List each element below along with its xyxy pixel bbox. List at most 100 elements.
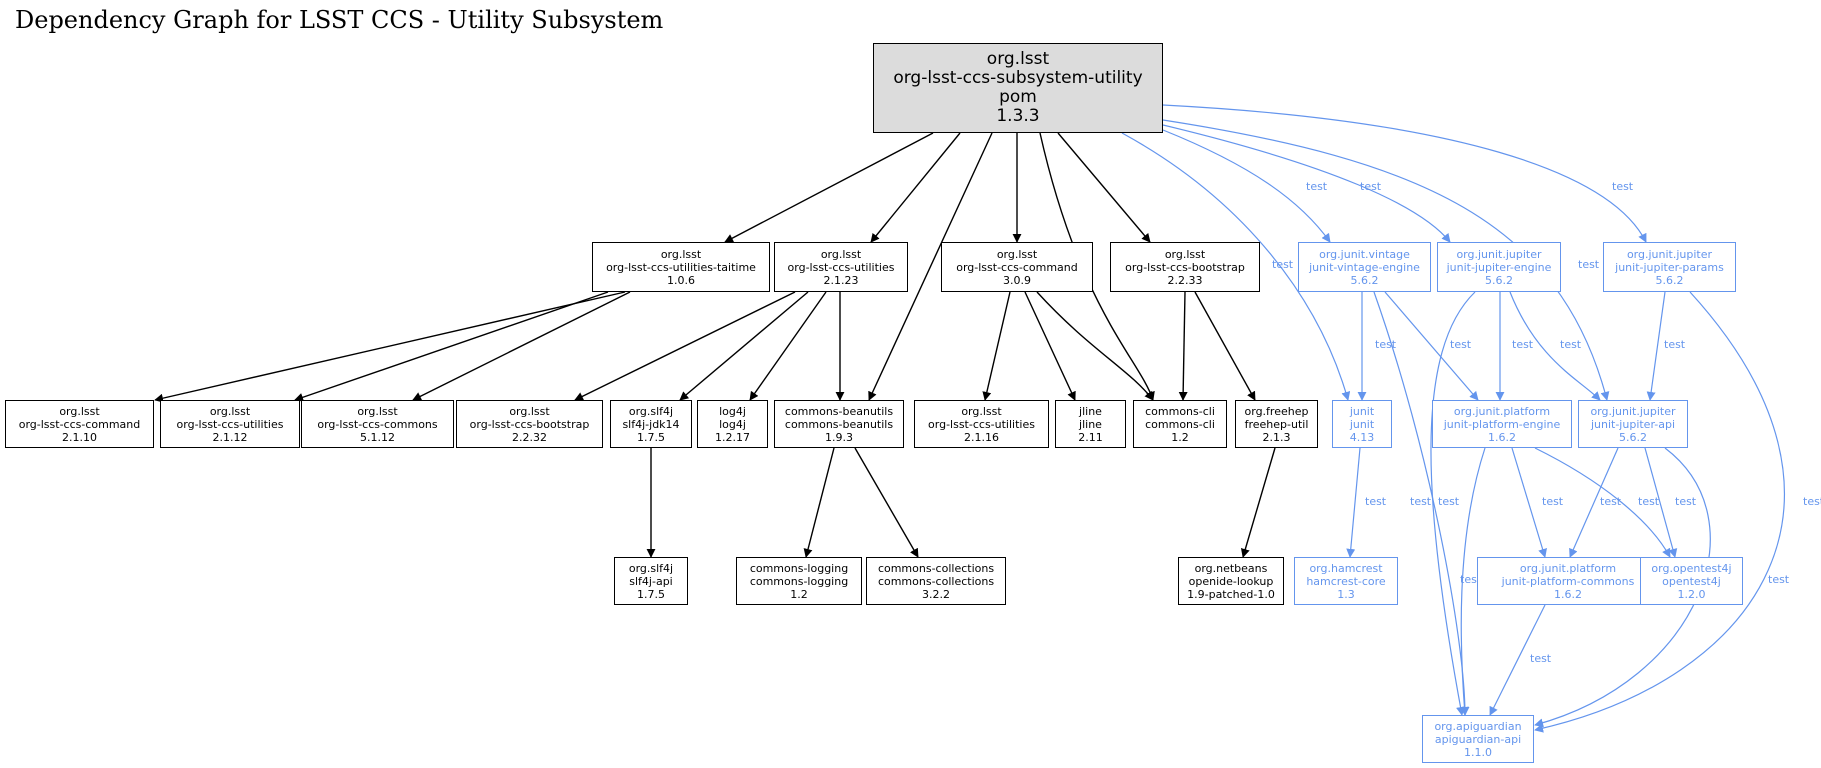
node-bootstrap2232-line-2: 2.2.32	[512, 430, 547, 444]
node-bootstrap2232-line-0: org.lsst	[509, 404, 550, 418]
node-freehep-line-0: org.freehep	[1244, 404, 1309, 418]
node-openide-line-2: 1.9-patched-1.0	[1187, 587, 1275, 601]
node-cli-line-1: commons-cli	[1145, 417, 1215, 431]
edge-platcommons-to-apiguardian	[1489, 604, 1546, 716]
node-command309-line-2: 3.0.9	[1003, 273, 1031, 287]
graph-title: Dependency Graph for LSST CCS - Utility …	[15, 6, 664, 34]
node-opentest4j-line-0: org.opentest4j	[1651, 561, 1732, 575]
edge-utilities2123-to-log4j	[749, 291, 827, 401]
edge-jupapi-to-opentest4j	[1644, 447, 1678, 558]
edge-label-jupparams-to-jupapi: test	[1664, 338, 1686, 351]
node-slf4japi-line-0: org.slf4j	[628, 561, 674, 575]
edge-root-to-jupapi	[1162, 119, 1610, 401]
node-platcommons-line-0: org.junit.platform	[1519, 561, 1617, 575]
node-platengine-line-1: junit-platform-engine	[1443, 417, 1561, 431]
edge-label-vintage-to-apiguardian: test	[1410, 495, 1432, 508]
edge-jupapi-to-platcommons	[1569, 447, 1619, 558]
node-freehep-line-2: 2.1.3	[1262, 430, 1291, 444]
edge-root-to-vintage	[1162, 129, 1331, 243]
node-cli-line-2: 1.2	[1171, 430, 1189, 444]
node-slf4jjdk-line-2: 1.7.5	[637, 430, 665, 444]
node-command2110-line-1: org-lsst-ccs-command	[18, 417, 141, 431]
edge-label-platengine-to-opentest4j: test	[1638, 495, 1660, 508]
edge-utilities2123-to-slf4jjdk	[679, 291, 809, 401]
node-logging-line-0: commons-logging	[749, 561, 849, 575]
node-slf4japi-line-1: slf4j-api	[629, 574, 673, 588]
node-jupapi-line-2: 5.6.2	[1619, 430, 1647, 444]
edge-label-root-to-junit: test	[1272, 258, 1294, 271]
node-apiguardian-line-0: org.apiguardian	[1434, 719, 1522, 733]
edge-label-platcommons-to-apiguardian: test	[1530, 652, 1552, 665]
node-freehep-line-1: freehep-util	[1244, 417, 1309, 431]
edge-platengine-to-apiguardian	[1459, 447, 1486, 716]
node-collections-line-2: 3.2.2	[922, 587, 950, 601]
node-jupengine-line-0: org.junit.jupiter	[1456, 247, 1542, 261]
node-openide-line-0: org.netbeans	[1194, 561, 1268, 575]
node-utilities2116-line-0: org.lsst	[961, 404, 1002, 418]
edge-label-root-to-vintage: test	[1306, 180, 1328, 193]
edge-label-jupengine-to-jupapi: test	[1560, 338, 1582, 351]
node-command309-line-1: org-lsst-ccs-command	[956, 260, 1078, 274]
node-jupapi-line-1: junit-jupiter-api	[1590, 417, 1676, 431]
edge-label-vintage-to-junit: test	[1375, 338, 1397, 351]
edge-platengine-to-platcommons	[1511, 447, 1547, 558]
node-platcommons-line-2: 1.6.2	[1554, 587, 1582, 601]
node-taitime-line-0: org.lsst	[660, 247, 702, 261]
node-log4j-line-2: 1.2.17	[715, 430, 750, 444]
node-log4j-line-1: log4j	[719, 417, 746, 431]
edge-label-jupapi-to-opentest4j: test	[1675, 495, 1697, 508]
edge-bootstrap2233-to-cli	[1178, 291, 1188, 401]
edge-jupparams-to-jupapi	[1646, 291, 1666, 401]
node-beanutils-line-0: commons-beanutils	[784, 404, 894, 418]
node-platengine-line-0: org.junit.platform	[1453, 404, 1551, 418]
node-slf4japi-line-2: 1.7.5	[637, 587, 665, 601]
node-bootstrap2233-line-2: 2.2.33	[1167, 273, 1203, 287]
node-junit-line-2: 4.13	[1349, 430, 1375, 444]
node-slf4jjdk-line-0: org.slf4j	[628, 404, 674, 418]
edge-root-to-utilities2123	[870, 132, 961, 243]
node-vintage-line-1: junit-vintage-engine	[1309, 260, 1420, 274]
edge-command309-to-jline	[1024, 291, 1076, 401]
node-jupparams-line-1: junit-jupiter-params	[1615, 260, 1724, 274]
node-platengine-line-2: 1.6.2	[1488, 430, 1516, 444]
node-utilities2123-line-1: org-lsst-ccs-utilities	[787, 260, 895, 274]
edge-command309-to-utilities2116	[982, 291, 1011, 401]
node-utilities2112-line-1: org-lsst-ccs-utilities	[176, 417, 284, 431]
node-apiguardian-line-2: 1.1.0	[1464, 745, 1492, 759]
edge-root-to-beanutils	[868, 132, 993, 401]
edge-root-to-cli	[1039, 132, 1155, 401]
node-utilities2123-line-0: org.lsst	[820, 247, 862, 261]
node-cli-line-0: commons-cli	[1145, 404, 1215, 418]
edge-jupparams-to-apiguardian	[1534, 291, 1785, 733]
node-command2110-line-2: 2.1.10	[62, 430, 97, 444]
node-slf4jjdk-line-1: slf4j-jdk14	[622, 417, 680, 431]
node-bootstrap2232-line-1: org-lsst-ccs-bootstrap	[469, 417, 590, 431]
node-junit-line-1: junit	[1349, 417, 1375, 431]
node-platcommons-line-1: junit-platform-commons	[1501, 574, 1635, 588]
edge-utilities2123-to-bootstrap2232	[574, 291, 796, 401]
node-jupparams-line-0: org.junit.jupiter	[1626, 247, 1713, 261]
edge-label-vintage-to-platengine: test	[1450, 338, 1472, 351]
node-jupengine-line-2: 5.6.2	[1485, 273, 1513, 287]
edge-label-platengine-to-platcommons: test	[1542, 495, 1564, 508]
node-jline-line-0: jline	[1079, 404, 1102, 418]
edge-beanutils-to-collections	[854, 447, 919, 558]
